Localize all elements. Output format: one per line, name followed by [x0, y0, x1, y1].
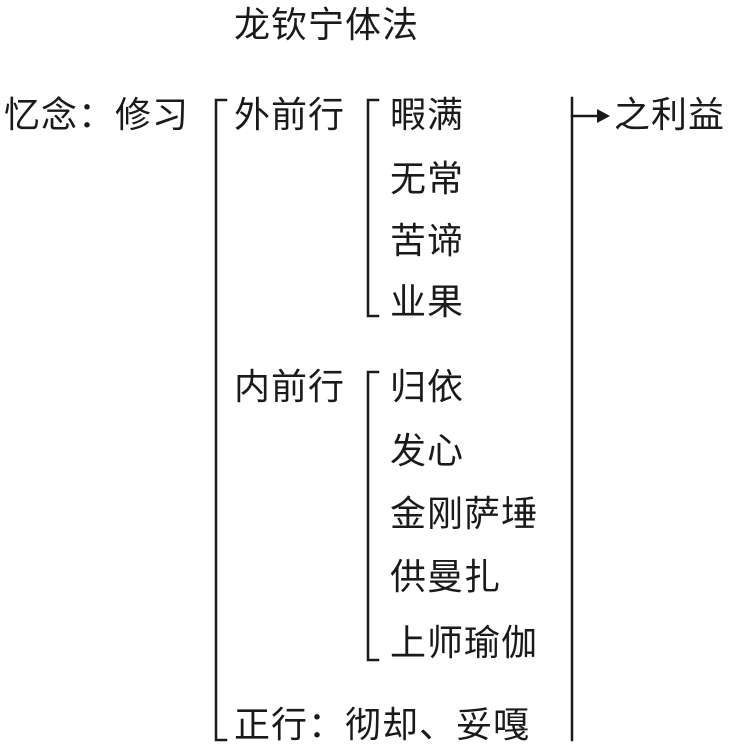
branch-outer-preliminaries: 外前行	[234, 95, 346, 136]
root-bracket	[214, 98, 228, 742]
inner-bracket	[366, 370, 380, 662]
arrow-head	[597, 109, 610, 123]
outer-item-suffering: 苦谛	[390, 221, 465, 262]
outer-bracket	[366, 98, 380, 318]
inner-item-bodhicitta: 发心	[390, 431, 465, 472]
outer-item-karma: 业果	[390, 282, 465, 323]
inner-item-vajrasattva: 金刚萨埵	[390, 494, 539, 535]
inner-item-refuge: 归依	[390, 367, 465, 408]
inner-item-guru-yoga: 上师瑜伽	[390, 623, 539, 664]
outer-item-impermanence: 无常	[390, 159, 465, 200]
outer-item-precious-human-birth: 暇满	[390, 95, 465, 136]
root-node: 忆念：修习	[4, 95, 190, 136]
branch-main-practice: 正行：彻却、妥嘎	[234, 705, 531, 746]
branch-inner-preliminaries: 内前行	[234, 367, 346, 408]
diagram-title: 龙钦宁体法	[234, 5, 420, 46]
inner-item-mandala-offering: 供曼扎	[390, 557, 502, 598]
result-node: 之利益	[614, 95, 726, 136]
